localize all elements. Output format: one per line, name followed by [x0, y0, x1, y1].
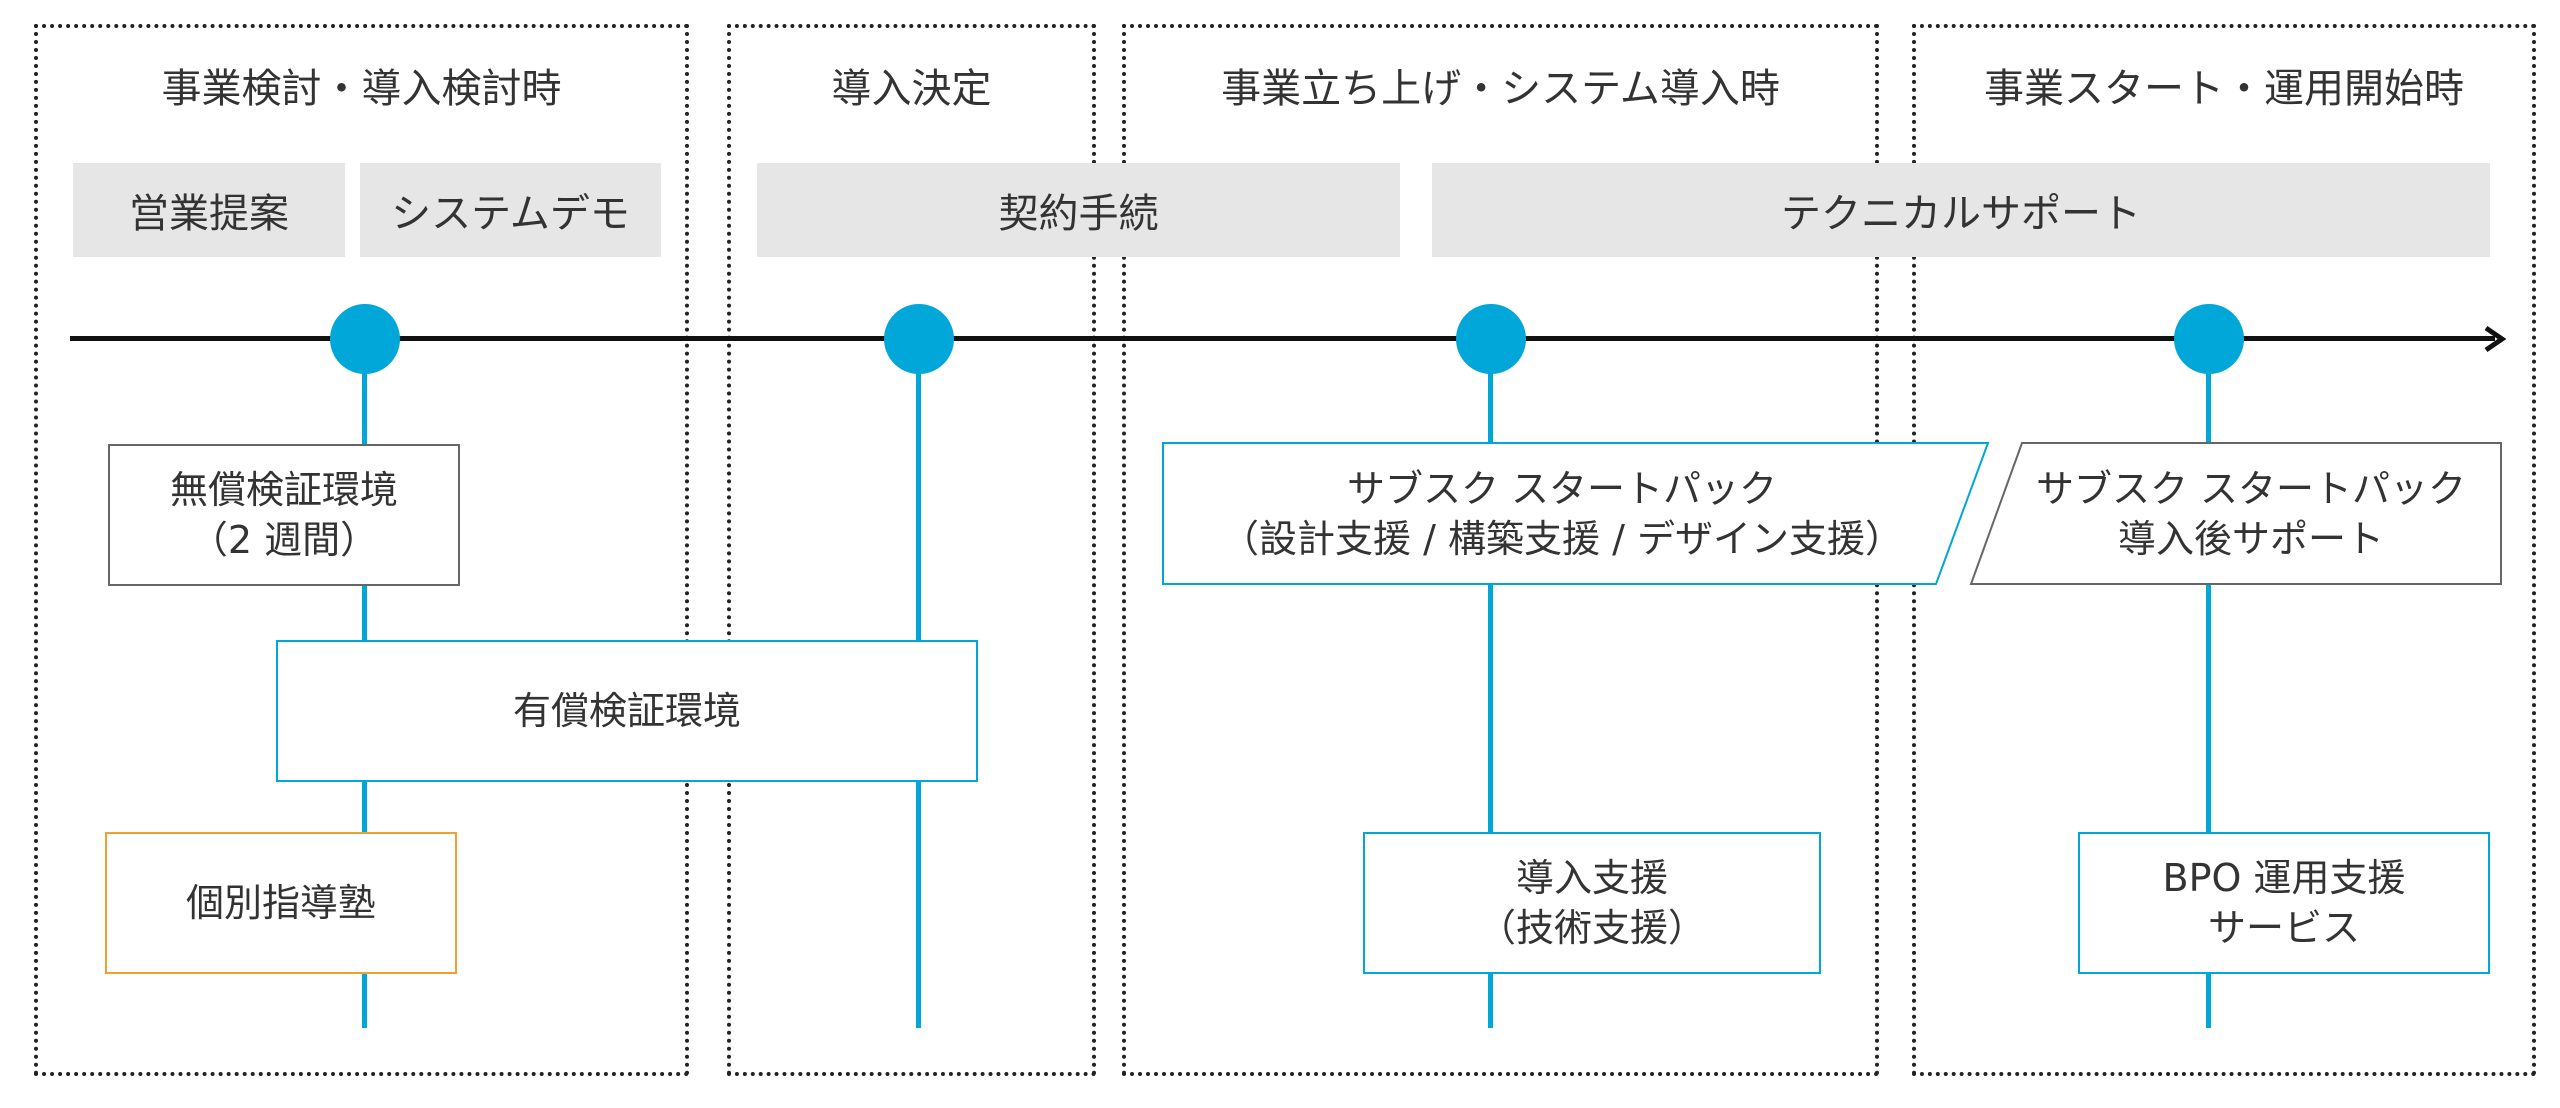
bpo-box: BPO 運用支援 サービス	[2078, 832, 2490, 974]
post-support-title: サブスク スタートパック	[2035, 466, 2467, 511]
technical-support-bar: テクニカルサポート	[1432, 163, 2490, 257]
sales-proposal-bar: 営業提案	[73, 163, 345, 257]
start-pack-detail: （設計支援 / 構築支援 / デザイン支援）	[1221, 517, 1903, 561]
post-support-detail: 導入後サポート	[2117, 517, 2384, 561]
start-pack-text: サブスク スタートパック （設計支援 / 構築支援 / デザイン支援）	[1162, 442, 1962, 586]
coaching-label: 個別指導塾	[185, 880, 376, 925]
coaching-box: 個別指導塾	[105, 832, 457, 974]
phase-frame-consideration	[34, 24, 689, 1076]
paid-trial-label: 有償検証環境	[512, 688, 741, 733]
milestone-dot-2	[884, 304, 954, 374]
intro-support-label: 導入支援	[1515, 855, 1668, 900]
free-trial-box: 無償検証環境 （2 週間）	[108, 444, 460, 586]
timeline-axis	[70, 336, 2495, 341]
start-pack-title: サブスク スタートパック	[1346, 466, 1778, 511]
milestone-dot-4	[2174, 304, 2244, 374]
milestone-line-4	[2206, 340, 2211, 1028]
post-support-text: サブスク スタートパック 導入後サポート	[2000, 442, 2502, 586]
phase-title-consideration: 事業検討・導入検討時	[161, 66, 562, 112]
intro-support-box: 導入支援 （技術支援）	[1363, 832, 1821, 974]
start-pack-shape	[1162, 442, 1990, 585]
phase-title-decision: 導入決定	[831, 66, 992, 112]
intro-support-detail: （技術支援）	[1477, 906, 1706, 950]
system-demo-bar: システムデモ	[360, 163, 661, 257]
free-trial-label: 無償検証環境	[169, 467, 398, 512]
bpo-label: BPO 運用支援	[2162, 855, 2406, 900]
free-trial-duration: （2 週間）	[189, 518, 379, 562]
milestone-dot-3	[1456, 304, 1526, 374]
phase-title-operation: 事業スタート・運用開始時	[1984, 66, 2464, 112]
post-support-shape	[1969, 442, 2502, 585]
milestone-line-3	[1488, 340, 1493, 1028]
arrow-right-icon	[2484, 325, 2507, 353]
milestone-dot-1	[330, 304, 400, 374]
paid-trial-box: 有償検証環境	[276, 640, 978, 782]
contract-procedure-bar: 契約手続	[757, 163, 1400, 257]
bpo-detail: サービス	[2207, 906, 2360, 950]
phase-frame-decision	[727, 24, 1096, 1076]
phase-title-launch: 事業立ち上げ・システム導入時	[1221, 66, 1780, 112]
